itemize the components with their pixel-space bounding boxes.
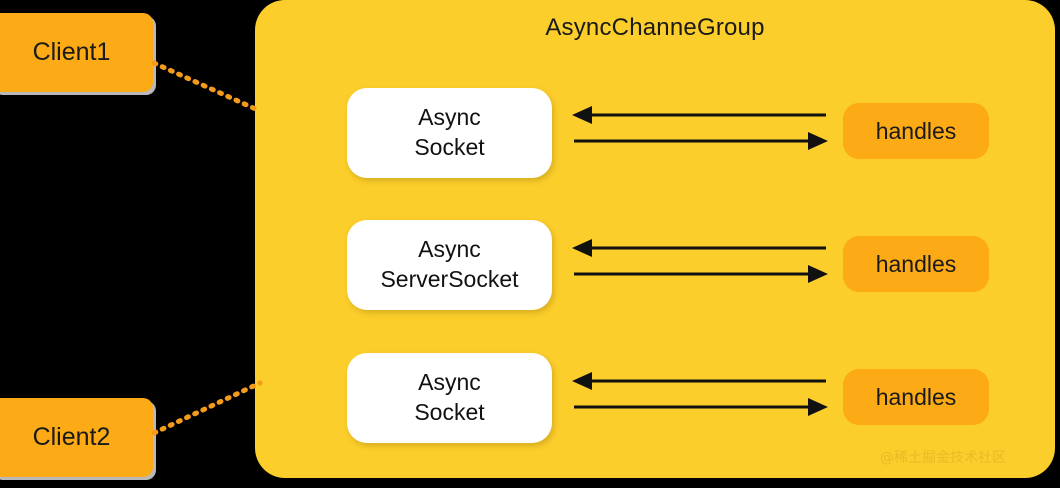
arrow-pair-row-1	[572, 106, 828, 150]
async-socket-box-2[interactable]: Async Socket	[347, 353, 552, 443]
watermark: @稀土掘金技术社区	[880, 450, 1006, 466]
arrow-left-row-1	[572, 106, 826, 124]
arrow-pair-row-2	[572, 239, 828, 283]
arrow-left-row-3	[572, 372, 826, 390]
channel-label-line1: Async	[418, 369, 481, 396]
channel-label-line2: Socket	[414, 399, 485, 425]
arrow-left-row-2	[572, 239, 826, 257]
async-socket-box[interactable]: Async Socket	[347, 88, 552, 178]
handles-box-row-3[interactable]: handles	[843, 369, 989, 425]
handles-label: handles	[875, 117, 957, 144]
arrow-right-row-3	[574, 398, 828, 416]
client-label: Client1	[32, 38, 111, 66]
channel-label-line1: Async	[418, 236, 481, 263]
async-server-socket-box[interactable]: Async ServerSocket	[347, 220, 552, 310]
arrow-right-row-1	[574, 132, 828, 150]
channel-label-line2: Socket	[414, 134, 485, 160]
client-box-2[interactable]: Client2	[0, 398, 153, 477]
arrow-pair-row-3	[572, 372, 828, 416]
arrow-right-row-2	[574, 265, 828, 283]
channel-label-line2: ServerSocket	[380, 266, 519, 292]
handles-box-row-2[interactable]: handles	[843, 236, 989, 292]
connector-client2-to-group	[151, 380, 263, 436]
client-box-1[interactable]: Client1	[0, 13, 153, 92]
group-title: AsyncChanneGroup	[545, 14, 765, 41]
client-label: Client2	[32, 423, 111, 451]
handles-label: handles	[875, 250, 957, 277]
handles-label: handles	[875, 383, 957, 410]
channel-label-line1: Async	[418, 104, 481, 131]
connector-client1-to-group	[151, 60, 263, 114]
handles-box-row-1[interactable]: handles	[843, 103, 989, 159]
